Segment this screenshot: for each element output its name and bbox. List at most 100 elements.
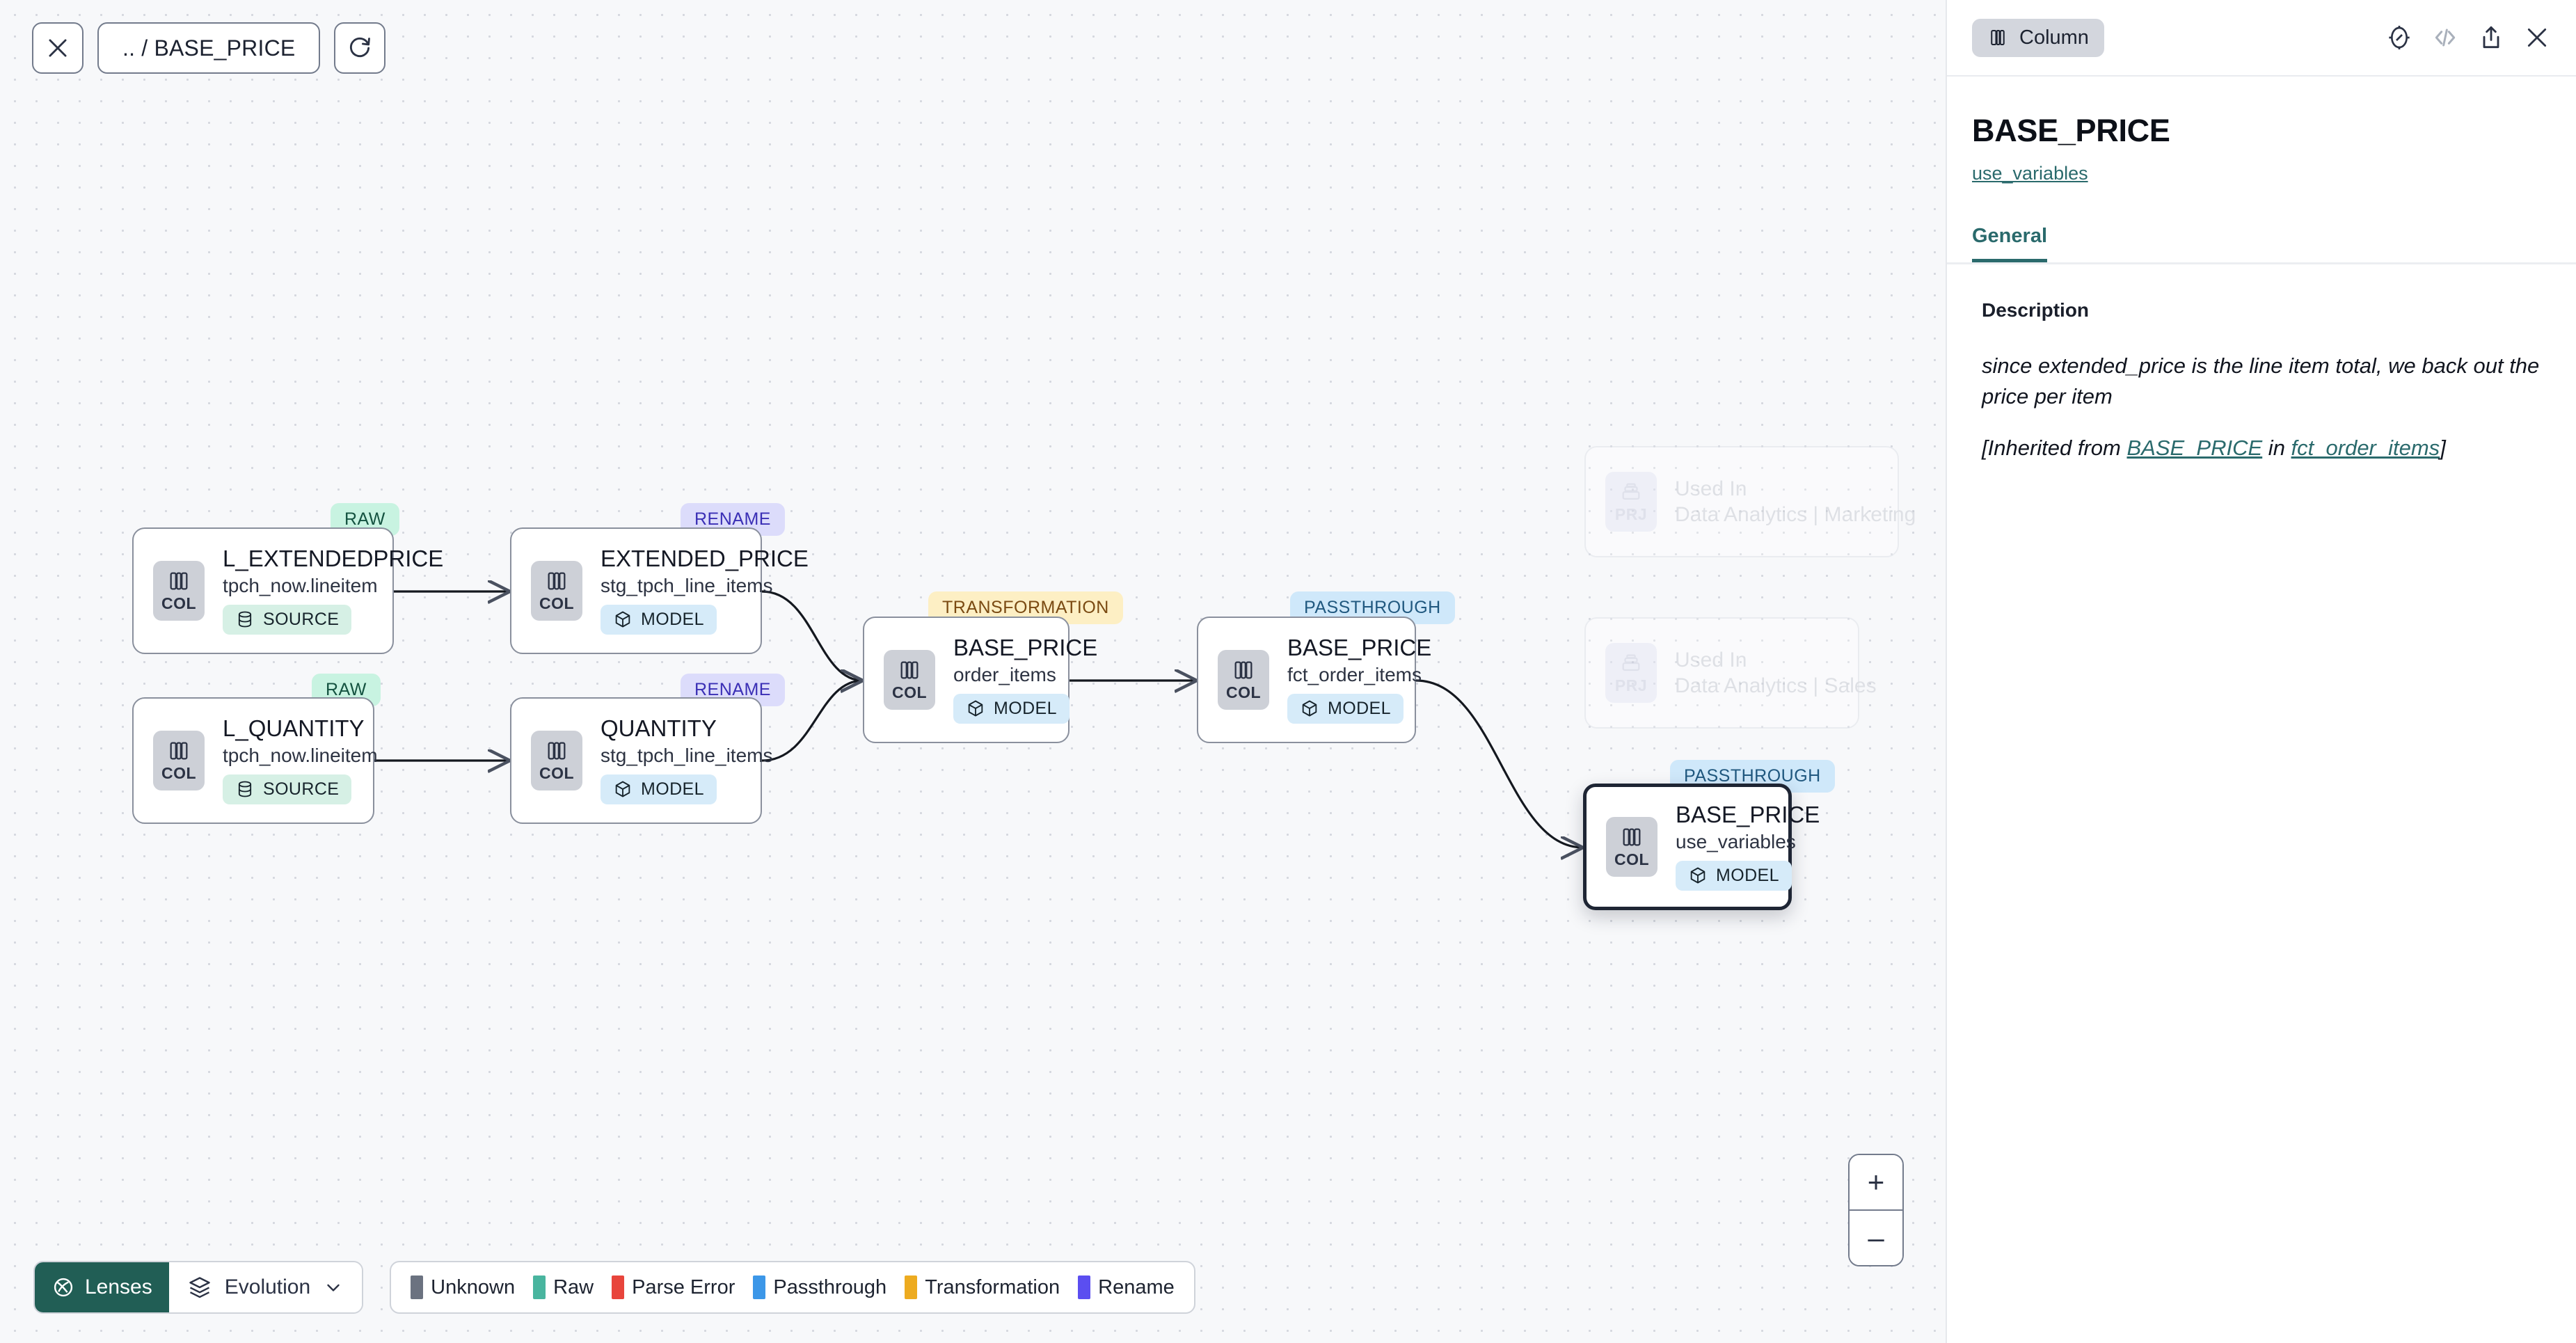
- legend-label: Unknown: [431, 1276, 516, 1298]
- lens-icon: [54, 1278, 73, 1297]
- node-l-quantity[interactable]: COL L_QUANTITY tpch_now.lineitem SOURCE: [132, 697, 378, 824]
- inherited-model-link[interactable]: fct_order_items: [2291, 436, 2440, 461]
- node-body: L_QUANTITY tpch_now.lineitem SOURCE: [223, 717, 378, 804]
- page-title: BASE_PRICE: [1972, 113, 2170, 148]
- col-chip: COL: [153, 561, 205, 621]
- col-chip: COL: [531, 731, 582, 790]
- legend-item-raw[interactable]: Raw: [533, 1276, 594, 1299]
- node-base-price-use-variables[interactable]: COL BASE_PRICE use_variables MODEL: [1583, 784, 1820, 910]
- refresh-icon: [350, 37, 371, 58]
- node-body: BASE_PRICE use_variables MODEL: [1676, 803, 1820, 891]
- lineage-canvas[interactable]: .. / BASE_PRICE RAW COL L_EXTENDEDPRICE …: [0, 0, 1946, 1343]
- column-icon: [548, 742, 566, 759]
- column-icon: [548, 572, 566, 589]
- details-panel: Column BASE_PRICE use_variables: [1946, 0, 2576, 1343]
- node-quantity[interactable]: COL QUANTITY stg_tpch_line_items MODEL: [510, 697, 772, 824]
- used-in-card-sales[interactable]: PRJ Used In Data Analytics | Sales: [1584, 617, 1877, 729]
- panel-tabs: General: [1947, 225, 2576, 264]
- legend-label: Passthrough: [773, 1276, 887, 1298]
- layers-icon: [189, 1277, 210, 1298]
- legend-swatch: [905, 1276, 918, 1299]
- entity-type-label: Column: [2019, 26, 2089, 49]
- node-kind-label: MODEL: [994, 698, 1057, 718]
- column-icon: [170, 742, 188, 759]
- inherited-column-link[interactable]: BASE_PRICE: [2126, 436, 2263, 461]
- node-subtitle: stg_tpch_line_items: [601, 575, 773, 597]
- status-legend: Unknown Raw Parse Error Passthrough Tran…: [390, 1261, 1195, 1314]
- cube-icon: [615, 781, 630, 797]
- explore-compass-icon[interactable]: [2385, 24, 2413, 51]
- node-kind-badge: MODEL: [1676, 860, 1792, 891]
- description-heading: Description: [1982, 299, 2090, 321]
- node-title: QUANTITY: [601, 715, 717, 742]
- node-l-extendedprice[interactable]: COL L_EXTENDEDPRICE tpch_now.lineitem SO…: [132, 527, 443, 654]
- share-icon[interactable]: [2477, 24, 2505, 51]
- legend-item-parse-error[interactable]: Parse Error: [612, 1276, 735, 1299]
- legend-item-rename[interactable]: Rename: [1078, 1276, 1175, 1299]
- col-chip: COL: [153, 731, 205, 790]
- col-chip-label: COL: [161, 594, 197, 612]
- used-in-body: Used In Data Analytics | Sales: [1675, 649, 1877, 697]
- legend-item-unknown[interactable]: Unknown: [411, 1276, 515, 1299]
- legend-label: Rename: [1098, 1276, 1175, 1298]
- inherited-note: [Inherited from BASE_PRICE in fct_order_…: [1982, 433, 2541, 463]
- project-icon: [1622, 483, 1640, 500]
- node-subtitle: tpch_now.lineitem: [223, 745, 378, 767]
- close-icon[interactable]: [2523, 24, 2551, 51]
- node-base-price-fct-order-items[interactable]: COL BASE_PRICE fct_order_items MODEL: [1197, 617, 1431, 743]
- node-kind-badge: SOURCE: [223, 774, 352, 804]
- node-extended-price[interactable]: COL EXTENDED_PRICE stg_tpch_line_items M…: [510, 527, 809, 654]
- col-chip-label: COL: [1225, 683, 1262, 701]
- breadcrumb[interactable]: .. / BASE_PRICE: [97, 22, 321, 74]
- legend-item-transformation[interactable]: Transformation: [905, 1276, 1060, 1299]
- node-body: L_EXTENDEDPRICE tpch_now.lineitem SOURCE: [223, 547, 443, 635]
- entity-type-badge: Column: [1972, 18, 2104, 57]
- column-icon: [1234, 661, 1253, 678]
- column-icon: [1623, 828, 1641, 845]
- legend-label: Raw: [553, 1276, 594, 1298]
- node-kind-label: MODEL: [1328, 698, 1391, 718]
- panel-header-actions: [2385, 24, 2551, 51]
- chevron-down-icon: [327, 1284, 340, 1292]
- node-title: BASE_PRICE: [953, 635, 1098, 661]
- legend-swatch: [753, 1276, 766, 1299]
- used-in-label: Used In: [1675, 477, 1747, 500]
- col-chip: COL: [1218, 650, 1269, 710]
- close-button[interactable]: [32, 22, 84, 74]
- column-icon: [170, 572, 188, 589]
- evolution-dropdown[interactable]: Evolution: [168, 1262, 363, 1312]
- column-icon: [900, 661, 919, 678]
- code-icon[interactable]: [2431, 24, 2459, 51]
- refresh-button[interactable]: [334, 22, 386, 74]
- zoom-out-button[interactable]: –: [1850, 1211, 1902, 1265]
- node-kind-label: MODEL: [1716, 865, 1779, 885]
- cube-icon: [1690, 867, 1706, 884]
- node-kind-label: MODEL: [641, 779, 704, 799]
- node-subtitle: fct_order_items: [1287, 664, 1422, 686]
- legend-swatch: [533, 1276, 546, 1299]
- col-chip-label: COL: [539, 763, 575, 782]
- node-kind-badge: MODEL: [1287, 693, 1404, 724]
- parent-model-link[interactable]: use_variables: [1972, 163, 2088, 184]
- description-text: since extended_price is the line item to…: [1982, 353, 2540, 409]
- evolution-label: Evolution: [224, 1276, 311, 1298]
- zoom-in-button[interactable]: +: [1850, 1155, 1902, 1209]
- tab-general[interactable]: General: [1972, 225, 2047, 262]
- node-title: L_QUANTITY: [223, 715, 365, 742]
- zoom-controls: + –: [1848, 1154, 1904, 1266]
- inherited-suffix: ]: [2440, 436, 2446, 461]
- node-body: BASE_PRICE order_items MODEL: [953, 635, 1098, 724]
- node-kind-badge: MODEL: [601, 774, 717, 804]
- node-title: EXTENDED_PRICE: [601, 546, 809, 572]
- node-subtitle: use_variables: [1676, 831, 1796, 853]
- lenses-button[interactable]: Lenses: [35, 1262, 169, 1312]
- canvas-toolbar: .. / BASE_PRICE: [32, 22, 386, 74]
- node-title: BASE_PRICE: [1287, 635, 1432, 661]
- legend-item-passthrough[interactable]: Passthrough: [753, 1276, 887, 1299]
- bottom-toolbar: Lenses Evolution Unknown: [33, 1261, 1195, 1314]
- used-in-card-marketing[interactable]: PRJ Used In Data Analytics | Marketing: [1584, 446, 1916, 557]
- node-kind-badge: SOURCE: [223, 604, 352, 635]
- lenses-label: Lenses: [85, 1276, 152, 1298]
- node-base-price-order-items[interactable]: COL BASE_PRICE order_items MODEL: [863, 617, 1097, 743]
